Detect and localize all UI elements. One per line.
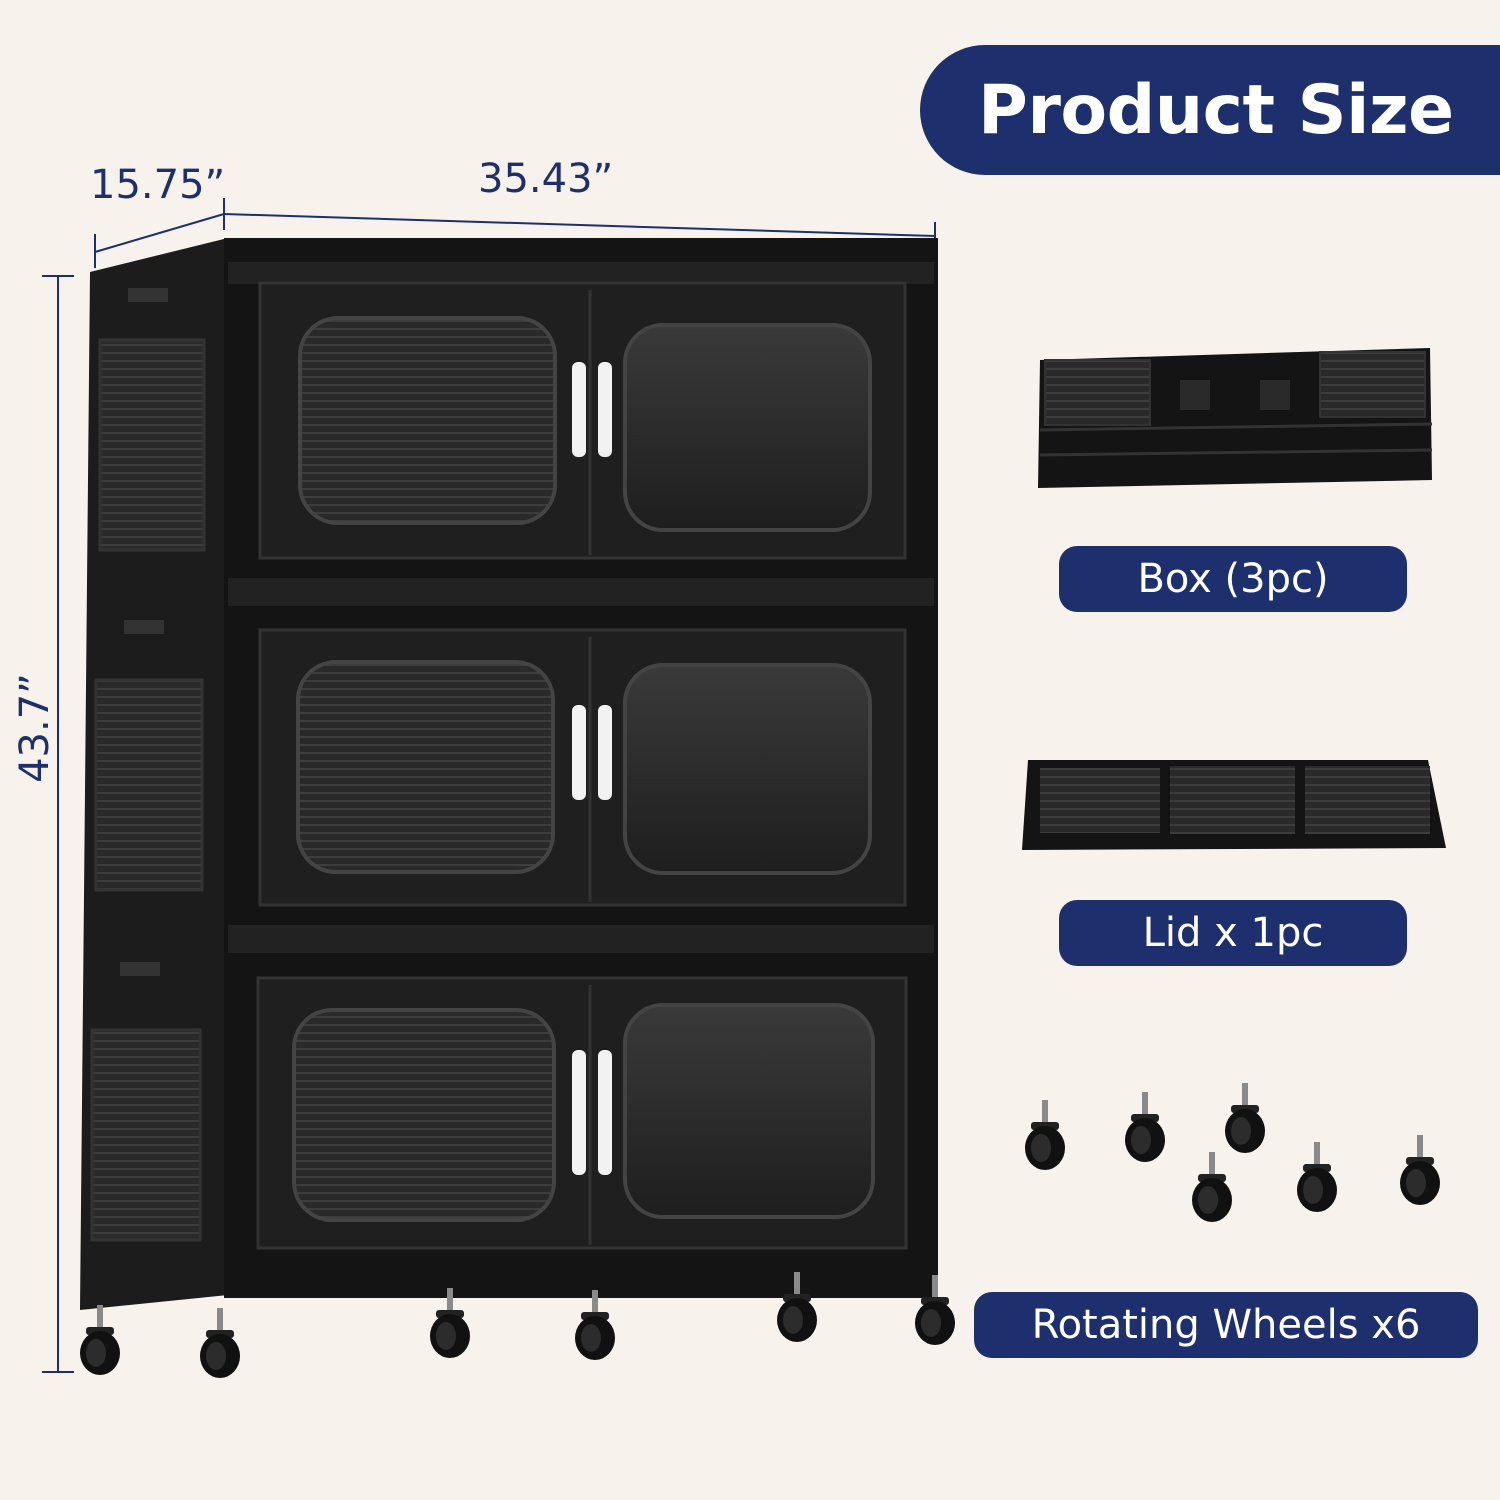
storage-cabinet-image	[80, 238, 955, 1378]
folded-box-image	[1038, 348, 1433, 488]
box-count-label: Box (3pc)	[1059, 546, 1407, 612]
lid-image	[1022, 760, 1446, 850]
lid-count-label: Lid x 1pc	[1059, 900, 1407, 966]
depth-dimension-label: 15.75”	[90, 162, 226, 208]
caster-wheel-icon	[1025, 1083, 1440, 1222]
wheels-count-label: Rotating Wheels x6	[974, 1292, 1478, 1358]
dimension-lines	[42, 198, 936, 1373]
width-dimension-label: 35.43”	[478, 156, 614, 202]
product-size-title: Product Size	[920, 45, 1500, 175]
